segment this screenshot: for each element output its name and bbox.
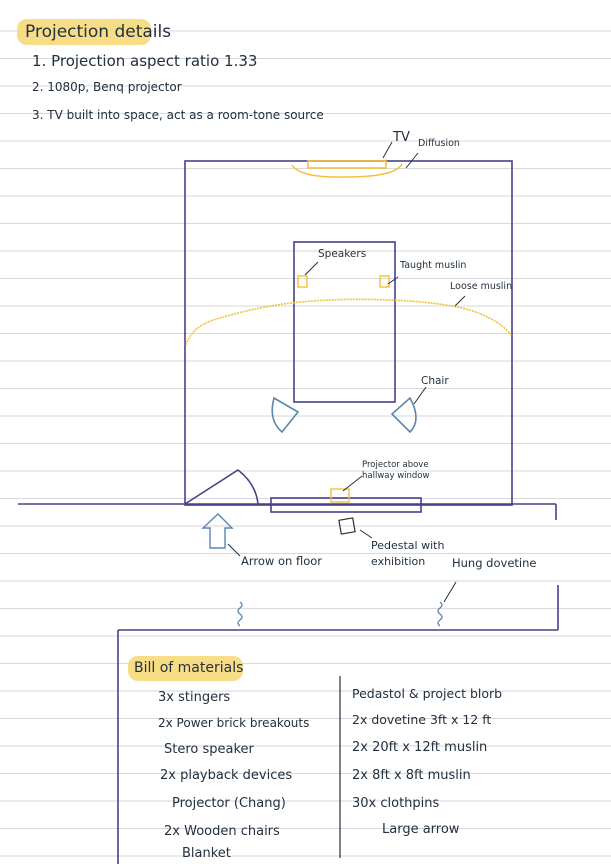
bom-right-item: Pedastol & project blorb <box>352 686 503 701</box>
label-arrow-floor: Arrow on floor <box>241 554 322 568</box>
bom-title-highlight <box>128 656 243 681</box>
bom-left-item: Stero speaker <box>164 742 254 757</box>
label-speakers: Speakers <box>318 248 367 260</box>
label-loose-muslin: Loose muslin <box>450 281 513 292</box>
dovetine-leader <box>443 581 457 603</box>
projection-item-1: 1. Projection aspect ratio 1.33 <box>32 52 258 70</box>
chair-leader <box>413 386 427 405</box>
bom-left-item: Blanket <box>182 846 231 861</box>
dovetine-right-squiggle <box>437 601 443 627</box>
diffusion-leader <box>405 152 419 169</box>
projection-item-3: 3. TV built into space, act as a room-to… <box>32 108 324 122</box>
bom-left-item: Projector (Chang) <box>172 796 286 811</box>
dovetine-left-squiggle <box>237 601 243 627</box>
speaker-left <box>297 275 308 288</box>
label-tv: TV <box>393 130 410 145</box>
tv-leader <box>382 141 393 159</box>
diffusion <box>291 163 403 178</box>
projection-screen <box>293 241 396 403</box>
arrow-floor-leader <box>227 543 241 557</box>
loose-muslin <box>185 298 513 346</box>
label-pedestal: Pedestal with exhibition <box>371 539 445 568</box>
bom-left-item: 2x Wooden chairs <box>164 824 280 839</box>
bom-right-item: 2x dovetine 3ft x 12 ft <box>352 712 492 727</box>
projection-item-2: 2. 1080p, Benq projector <box>32 80 182 94</box>
speakers-leader <box>304 261 319 276</box>
bom-right-item: 2x 8ft x 8ft muslin <box>352 768 471 783</box>
door-swing <box>184 469 259 505</box>
chair-right <box>390 396 417 434</box>
bom-left-item: 2x Power brick breakouts <box>158 716 310 730</box>
speaker-right <box>379 275 390 288</box>
tv <box>307 160 387 169</box>
bom-title: Bill of materials <box>134 660 244 676</box>
page-title: Projection details <box>25 22 172 42</box>
hallway-window <box>270 497 422 513</box>
projector <box>330 488 350 503</box>
bom-right-item: Large arrow <box>382 822 460 837</box>
taught-muslin-leader <box>387 276 399 285</box>
title-highlight <box>17 19 151 45</box>
label-chair: Chair <box>421 375 449 387</box>
projector-leader <box>342 475 363 492</box>
room-outline <box>184 160 513 506</box>
chair-left <box>271 396 300 434</box>
label-hung-dovetine: Hung dovetine <box>452 556 537 570</box>
pedestal <box>338 517 356 535</box>
label-taught-muslin: Taught muslin <box>400 260 467 271</box>
bom-left-item: 2x playback devices <box>160 768 293 783</box>
loose-muslin-leader <box>454 295 466 307</box>
label-projector: Projector above hallway window <box>362 460 430 481</box>
bom-right-item: 2x 20ft x 12ft muslin <box>352 740 488 755</box>
bom-right-item: 30x clothpins <box>352 796 440 811</box>
label-diffusion: Diffusion <box>418 138 460 149</box>
floor-arrow-icon <box>201 513 234 549</box>
pedestal-leader <box>359 529 373 539</box>
bom-left-item: 3x stingers <box>158 690 231 705</box>
